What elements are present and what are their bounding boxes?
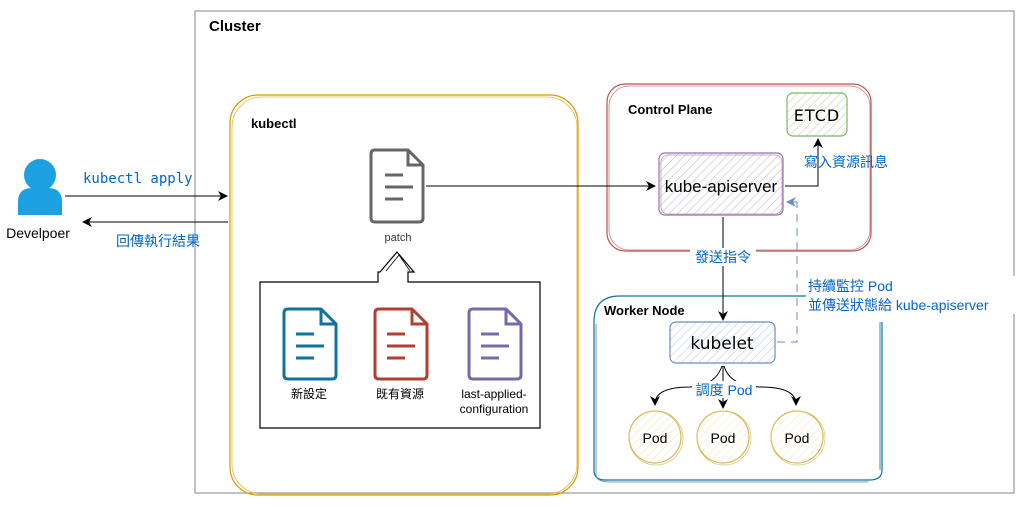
pod-label: Pod bbox=[711, 430, 736, 446]
kubectl-apply-label: kubectl apply bbox=[83, 171, 193, 187]
write-resource-label: 寫入資源訊息 bbox=[804, 154, 888, 170]
kubelet-label: kubelet bbox=[690, 334, 754, 354]
existing-resource-label: 既有資源 bbox=[376, 387, 424, 401]
developer-label: Develpoer bbox=[6, 225, 70, 241]
schedule-pod-label: 調度 Pod bbox=[696, 382, 753, 398]
last-applied-label-line1: last-applied- bbox=[461, 387, 526, 401]
user-icon bbox=[24, 159, 56, 191]
return-result-label: 回傳執行結果 bbox=[116, 233, 200, 249]
patch-label: patch bbox=[385, 232, 412, 244]
document-icon bbox=[282, 307, 338, 381]
edge-monitor-status[interactable]: 持續監控 Pod 並傳送狀態給 kube-apiserver bbox=[777, 197, 1016, 343]
control-plane-label: Control Plane bbox=[628, 102, 713, 117]
new-config-label: 新設定 bbox=[291, 386, 327, 401]
edge-schedule-pods[interactable]: 調度 Pod bbox=[650, 365, 801, 409]
etcd-label: ETCD bbox=[794, 106, 840, 125]
kubectl-label: kubectl bbox=[251, 116, 297, 131]
developer-actor[interactable]: Develpoer bbox=[6, 159, 70, 241]
kubectl-container[interactable]: kubectl bbox=[229, 94, 579, 496]
document-icon bbox=[467, 307, 523, 381]
edge-kubectl-apply[interactable]: kubectl apply bbox=[65, 171, 228, 201]
last-applied-node[interactable]: last-applied- configuration bbox=[460, 307, 529, 416]
kubelet-node[interactable]: kubelet bbox=[669, 321, 776, 364]
pod-node[interactable]: Pod bbox=[628, 410, 684, 466]
send-command-label: 發送指令 bbox=[695, 249, 751, 265]
monitor-label-line2: 並傳送狀態給 kube-apiserver bbox=[808, 297, 989, 313]
edge-write-etcd[interactable]: 寫入資源訊息 bbox=[785, 138, 888, 187]
edge-send-command[interactable]: 發送指令 bbox=[690, 217, 756, 321]
pod-label: Pod bbox=[643, 430, 668, 446]
kube-apiserver-node[interactable]: kube-apiserver bbox=[658, 152, 784, 216]
edge-return-result[interactable]: 回傳執行結果 bbox=[82, 217, 228, 249]
cluster-label: Cluster bbox=[209, 18, 261, 35]
cluster-container[interactable]: Cluster bbox=[194, 10, 1015, 494]
worker-node-label: Worker Node bbox=[604, 303, 685, 318]
pod-node[interactable]: Pod bbox=[770, 410, 826, 466]
existing-resource-node[interactable]: 既有資源 bbox=[373, 307, 429, 401]
last-applied-label-line2: configuration bbox=[460, 402, 529, 416]
monitor-label-line1: 持續監控 Pod bbox=[808, 278, 893, 294]
new-config-node[interactable]: 新設定 bbox=[282, 307, 338, 401]
kube-apiserver-label: kube-apiserver bbox=[665, 177, 778, 196]
worker-node-container[interactable]: Worker Node bbox=[593, 295, 883, 483]
document-icon bbox=[369, 148, 425, 224]
patch-node[interactable]: patch bbox=[369, 148, 425, 244]
etcd-node[interactable]: ETCD bbox=[786, 92, 848, 137]
document-icon bbox=[373, 307, 429, 381]
pod-label: Pod bbox=[785, 430, 810, 446]
pod-node[interactable]: Pod bbox=[696, 410, 752, 466]
